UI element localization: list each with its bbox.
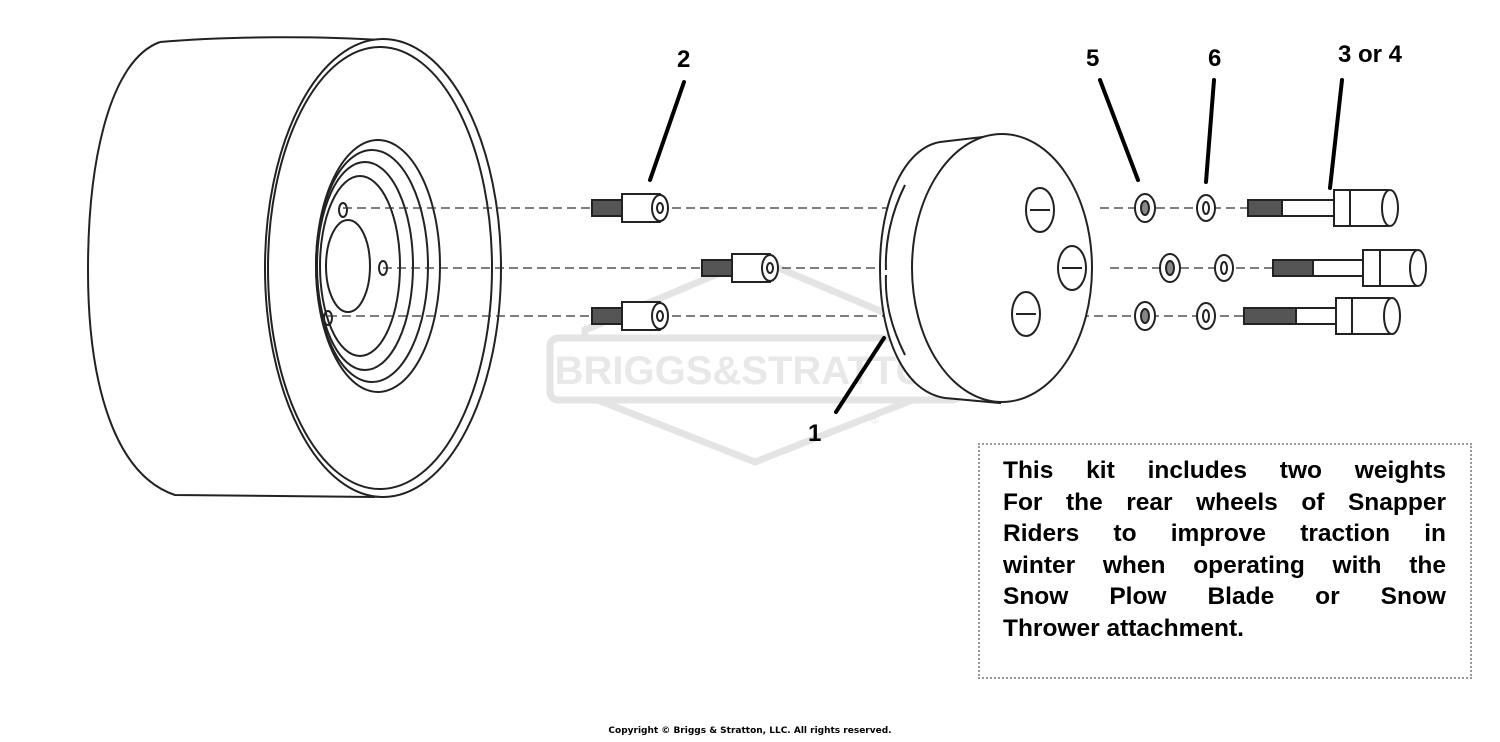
bolt-middle [1272, 249, 1427, 287]
kit-note-text: This kit includes two weights For the re… [1003, 455, 1446, 645]
bolt-top [1247, 189, 1399, 227]
leader-line-3-or-4 [1328, 78, 1344, 190]
note-line-4: winter when operating with the [1003, 551, 1446, 579]
watermark-text: BRIGGS&STRATTON [555, 349, 956, 393]
kit-note-box [978, 443, 1472, 679]
note-line-5: Snow Plow Blade or Snow [1003, 583, 1446, 611]
note-line-3: Riders to improve traction in [1003, 520, 1446, 548]
note-line-1: This kit includes two weights [1003, 457, 1446, 484]
wheel-weight [878, 133, 1093, 405]
leader-line-1 [834, 336, 886, 414]
callout-part-6: 6 [1208, 45, 1222, 72]
registered-mark: ® [870, 412, 879, 426]
callout-part-2: 2 [677, 46, 691, 73]
leader-line-5 [1098, 78, 1140, 182]
leader-line-6 [1204, 78, 1216, 184]
copyright-text: Copyright © Briggs & Stratton, LLC. All … [608, 726, 892, 736]
spacer-bottom [591, 301, 670, 331]
watermark-logo: BRIGGS&STRATTON ® [546, 254, 964, 466]
wheel-hub [325, 219, 371, 313]
tire [86, 36, 502, 498]
note-line-2: For the rear wheels of Snapper [1003, 488, 1446, 516]
leader-lines [648, 78, 1344, 414]
leader-line-2 [648, 80, 686, 182]
bolt-bottom [1243, 297, 1401, 335]
callout-part-3-or-4: 3 or 4 [1338, 41, 1403, 68]
spacer-middle [701, 253, 780, 283]
callout-part-1: 1 [808, 420, 822, 447]
flat-washers [1196, 194, 1234, 330]
spacer-top [591, 193, 670, 223]
lock-washers [1134, 193, 1181, 331]
callout-part-5: 5 [1086, 45, 1100, 72]
note-line-6: Thrower attachment. [1003, 614, 1244, 642]
